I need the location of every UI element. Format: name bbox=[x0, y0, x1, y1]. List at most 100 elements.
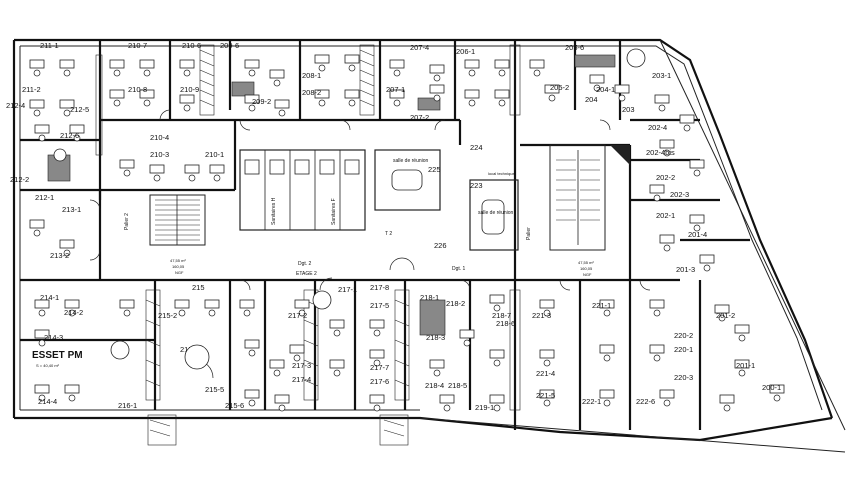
chair bbox=[603, 354, 611, 362]
desk bbox=[29, 219, 45, 229]
room-label: 217-3 bbox=[292, 361, 311, 370]
grey-block-209 bbox=[231, 81, 255, 97]
desk bbox=[389, 89, 405, 99]
desk bbox=[274, 394, 290, 404]
room-label: 210-3 bbox=[150, 150, 169, 159]
desk bbox=[529, 59, 545, 69]
room-label: 208-2 bbox=[302, 88, 321, 97]
room-label: 226 bbox=[434, 241, 447, 250]
desk bbox=[244, 389, 260, 399]
esset-area: S = 40,40 m² bbox=[36, 363, 60, 368]
chair bbox=[593, 84, 601, 92]
room-label: 217-1 bbox=[338, 285, 357, 294]
chair bbox=[543, 359, 551, 367]
room-label: 220-2 bbox=[674, 331, 693, 340]
desk bbox=[64, 299, 80, 309]
surface-label: 47,55 m² bbox=[578, 260, 594, 265]
grey-block-218 bbox=[419, 299, 446, 336]
chair bbox=[393, 99, 401, 107]
desk bbox=[589, 74, 605, 84]
desk bbox=[109, 89, 125, 99]
chair bbox=[693, 224, 701, 232]
chair bbox=[213, 174, 221, 182]
restroom-label: Sanitaires H bbox=[271, 197, 277, 225]
room-label: 215-5 bbox=[205, 385, 224, 394]
chair bbox=[493, 304, 501, 312]
grey-block-204 bbox=[574, 54, 616, 68]
room-label: 210-7 bbox=[128, 41, 147, 50]
chair bbox=[433, 74, 441, 82]
room-label: 201-2 bbox=[716, 311, 735, 320]
room-label: 202-4 bbox=[648, 123, 667, 132]
desk bbox=[369, 394, 385, 404]
chair bbox=[123, 309, 131, 317]
room-label: 209-2 bbox=[252, 97, 271, 106]
chair bbox=[543, 399, 551, 407]
desk bbox=[679, 114, 695, 124]
round-table bbox=[110, 340, 130, 360]
desk bbox=[184, 164, 200, 174]
chair bbox=[393, 69, 401, 77]
desk bbox=[649, 344, 665, 354]
room-label: 207-2 bbox=[410, 113, 429, 122]
chair bbox=[603, 399, 611, 407]
room-label: 217-5 bbox=[370, 301, 389, 310]
chair bbox=[738, 369, 746, 377]
room-label: 207-1 bbox=[386, 85, 405, 94]
chair bbox=[278, 109, 286, 117]
desk bbox=[544, 84, 560, 94]
room-label: 225 bbox=[428, 165, 441, 174]
chair bbox=[183, 69, 191, 77]
room-label: 205-2 bbox=[550, 83, 569, 92]
chair bbox=[143, 99, 151, 107]
desk bbox=[244, 339, 260, 349]
round-table bbox=[626, 48, 646, 68]
room-label: 220-3 bbox=[674, 373, 693, 382]
chair bbox=[73, 134, 81, 142]
desk bbox=[269, 359, 285, 369]
chair bbox=[618, 94, 626, 102]
technical-room-label: local technique bbox=[488, 171, 515, 176]
desk bbox=[269, 69, 285, 79]
room-label: 204-1 bbox=[596, 85, 615, 94]
chair bbox=[38, 394, 46, 402]
desk bbox=[369, 319, 385, 329]
chair bbox=[348, 99, 356, 107]
room-label: 222-1 bbox=[582, 397, 601, 406]
desk bbox=[314, 54, 330, 64]
chair bbox=[68, 309, 76, 317]
chair bbox=[33, 109, 41, 117]
desk bbox=[649, 299, 665, 309]
landing-label: Palier bbox=[526, 227, 532, 240]
round-table bbox=[312, 290, 332, 310]
chair bbox=[123, 169, 131, 177]
desk bbox=[34, 124, 50, 134]
chair bbox=[63, 69, 71, 77]
room-label: 221-4 bbox=[536, 369, 555, 378]
chair bbox=[68, 394, 76, 402]
chair bbox=[468, 99, 476, 107]
chair bbox=[653, 354, 661, 362]
doors bbox=[89, 109, 651, 379]
chair bbox=[318, 64, 326, 72]
desk bbox=[119, 159, 135, 169]
desk bbox=[689, 159, 705, 169]
desk bbox=[719, 394, 735, 404]
chair bbox=[653, 194, 661, 202]
desk bbox=[464, 89, 480, 99]
surface-label: NGF bbox=[175, 270, 184, 275]
room-label: 218-6 bbox=[496, 319, 515, 328]
chair bbox=[373, 359, 381, 367]
chair bbox=[248, 349, 256, 357]
desk bbox=[659, 139, 675, 149]
desk bbox=[179, 94, 195, 104]
chair bbox=[463, 339, 471, 347]
room-label: 221-1 bbox=[592, 301, 611, 310]
meeting-room-label: salle de réunion bbox=[393, 158, 429, 164]
stair-left bbox=[149, 194, 206, 246]
chair bbox=[738, 334, 746, 342]
room-label: 211-1 bbox=[40, 41, 59, 50]
room-label: 218-4 bbox=[425, 381, 444, 390]
floor-label: ETAGE 2 bbox=[296, 271, 317, 277]
